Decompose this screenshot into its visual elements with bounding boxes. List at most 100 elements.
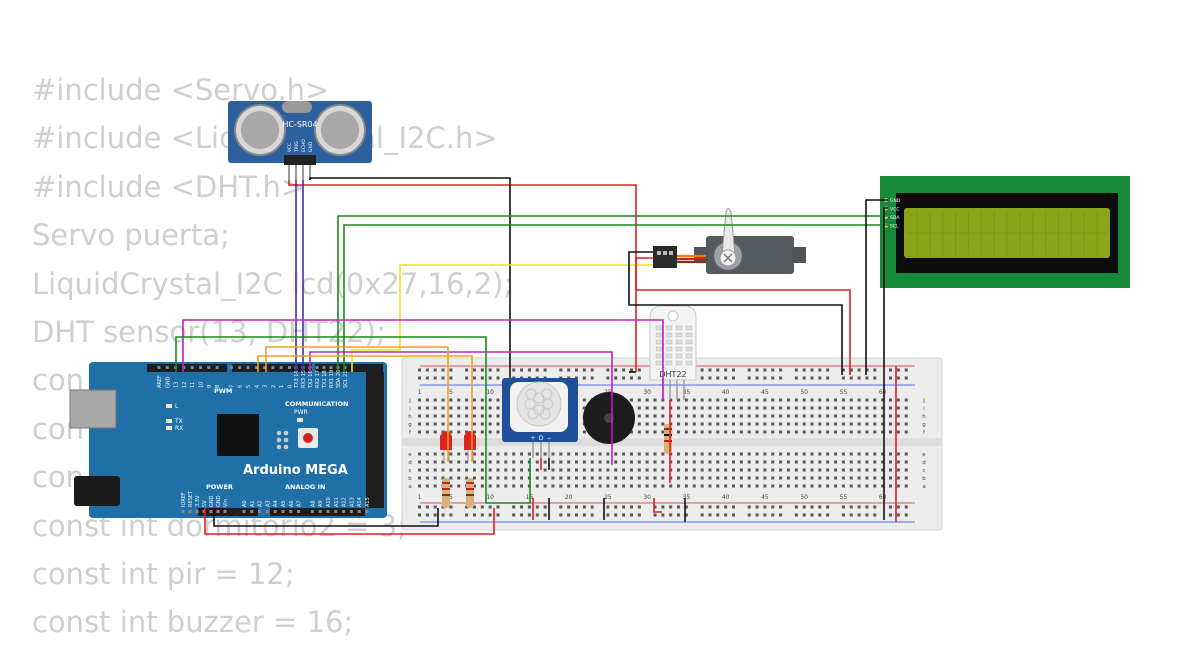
arduino-top-pin-label: 13 — [174, 382, 180, 388]
breadboard-column-number: 35 — [683, 389, 691, 396]
arduino-mega: L TX RX PWR PWM COMMUNICATION Arduino ME… — [69, 362, 387, 518]
servo-motor — [653, 208, 806, 274]
arduino-analog-pin-label: A13 — [349, 497, 355, 507]
breadboard-column-number: 10 — [486, 389, 494, 396]
breadboard-row-letter: b — [922, 476, 926, 482]
code-line: LiquidCrystal_I2C lcd(0x27,16,2); — [32, 266, 514, 301]
pwm-label: PWM — [214, 387, 232, 395]
arduino-top-pin-label: SCL 21 — [343, 371, 349, 388]
breadboard-row-letter: j — [408, 398, 411, 404]
breadboard-column-number: 1 — [418, 494, 422, 501]
communication-label: COMMUNICATION — [285, 400, 348, 408]
arduino-analog-pin-label: A15 — [365, 497, 371, 507]
pir-pin-label: − — [546, 435, 551, 442]
dht22-label: DHT22 — [659, 370, 686, 379]
arduino-analog-pin-label: A14 — [357, 497, 363, 507]
arduino-top-pin-label: 0 — [288, 385, 294, 388]
breadboard-row-letter: f — [409, 430, 412, 436]
arduino-top-pin-label: 11 — [190, 382, 196, 388]
arduino-top-pin-label: 5 — [246, 385, 252, 388]
analog-in-label: ANALOG IN — [285, 483, 325, 491]
arduino-analog-pin-label: A12 — [342, 497, 348, 507]
breadboard-column-number: 50 — [800, 494, 808, 501]
code-line: #include <DHT.h> — [32, 169, 306, 204]
breadboard-row-letter: h — [922, 414, 926, 420]
breadboard-column-number: 30 — [643, 389, 651, 396]
breadboard-row-letter: d — [408, 460, 412, 466]
breadboard-column-number: 55 — [840, 494, 848, 501]
arduino-top-pin-label: RX3 15 — [301, 370, 307, 388]
board-name: Arduino MEGA — [243, 463, 348, 478]
arduino-power-pin-label: GND — [216, 495, 222, 507]
breadboard-row-letter: g — [922, 422, 926, 428]
ultrasonic-pin-label: TRIG — [294, 141, 300, 153]
arduino-power-pin-label: Vin — [223, 499, 229, 507]
arduino-analog-pin-label: A4 — [273, 500, 279, 507]
arduino-power-pin-label: RESET — [188, 490, 194, 507]
led-l-label: L — [175, 403, 179, 410]
arduino-analog-pin-label: A6 — [289, 500, 295, 507]
arduino-analog-pin-label: A11 — [334, 497, 340, 507]
arduino-top-pin-label: TX1 18 — [322, 370, 328, 389]
arduino-top-pin-label: 4 — [254, 385, 260, 388]
breadboard-row-letter: f — [923, 430, 926, 436]
arduino-top-pin-label: 6 — [238, 385, 244, 388]
ultrasonic-pin-label: VCC — [287, 143, 293, 152]
dht22-sensor: DHT22 — [649, 305, 697, 400]
pir-sensor: + D− — [502, 378, 578, 458]
pwr-label: PWR — [294, 409, 308, 416]
leds — [440, 431, 476, 462]
arduino-top-pin-label: RX1 19 — [329, 370, 335, 388]
breadboard-row-letter: b — [408, 476, 412, 482]
lcd-pin-label: SDA — [890, 215, 900, 221]
arduino-analog-pin-label: A0 — [242, 500, 248, 507]
breadboard-column-number: 60 — [879, 494, 887, 501]
arduino-top-pin-label: AREF — [157, 375, 163, 388]
arduino-power-pin-label: 3.3V — [195, 495, 201, 507]
arduino-top-pin-label: TX3 14 — [294, 370, 300, 389]
arduino-top-pin-label: 7 — [229, 385, 235, 388]
breadboard-column-number: 25 — [604, 494, 612, 501]
resistors — [442, 424, 672, 508]
breadboard-row-letter: a — [922, 484, 925, 490]
lcd-pin-label: GND — [890, 198, 901, 204]
arduino-top-pin-label: 8 — [215, 385, 221, 388]
arduino-top-pin-label: GND — [165, 376, 171, 388]
breadboard-column-number: 5 — [449, 494, 453, 501]
ultrasonic-label: HC-SR04 — [282, 120, 317, 129]
arduino-top-pin-label: 10 — [199, 382, 205, 388]
ultrasonic-pin-label: ECHO — [301, 139, 307, 152]
breadboard-column-number: 45 — [761, 389, 769, 396]
breadboard-column-number: 50 — [800, 389, 808, 396]
wires — [175, 177, 897, 535]
breadboard-row-letter: g — [408, 422, 412, 428]
breadboard-row-letter: c — [922, 468, 925, 474]
arduino-power-pin-label: GND — [209, 495, 215, 507]
breadboard-column-number: 20 — [565, 494, 573, 501]
breadboard-row-letter: e — [922, 452, 926, 458]
arduino-power-pin-label: IOREF — [181, 492, 187, 507]
pir-pin-label: D — [539, 435, 544, 442]
breadboard-row-letter: i — [923, 406, 925, 412]
breadboard-column-number: 40 — [722, 494, 730, 501]
code-line: const int pir = 12; — [32, 556, 295, 591]
arduino-top-pin-label: SDA 20 — [336, 370, 342, 388]
breadboard-column-number: 35 — [683, 494, 691, 501]
power-label: POWER — [206, 483, 233, 491]
arduino-power-pin-label: 5V — [202, 500, 208, 507]
pir-pin-label: + — [530, 435, 535, 442]
breadboard-column-number: 1 — [418, 389, 422, 396]
breadboard-row-letter: c — [408, 468, 411, 474]
arduino-top-pin-label: 2 — [271, 385, 277, 388]
arduino-analog-pin-label: A2 — [258, 500, 264, 507]
ultrasonic-pin-label: GND — [308, 141, 314, 152]
arduino-analog-pin-label: A3 — [265, 500, 271, 507]
arduino-analog-pin-label: A10 — [326, 497, 332, 507]
arduino-top-pin-label: 9 — [207, 385, 213, 388]
breadboard-row-letter: e — [408, 452, 412, 458]
breadboard-column-number: 60 — [879, 389, 887, 396]
arduino-top-pin-label: RX2 17 — [315, 370, 321, 388]
